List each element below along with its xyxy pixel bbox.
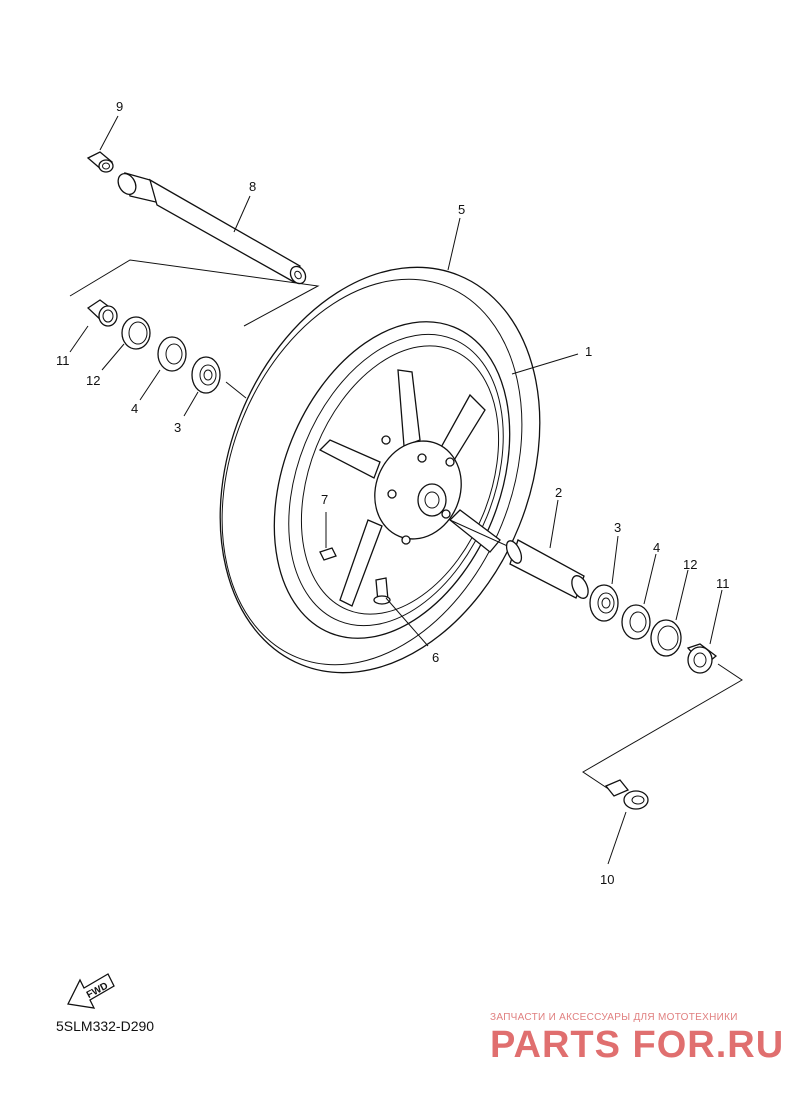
part-9-collar (86, 151, 114, 173)
part-4-bearing-right (621, 604, 651, 640)
callout-1: 1 (585, 344, 592, 359)
diagram-code: 5SLM332-D290 (56, 1018, 155, 1034)
callout-3-left: 3 (174, 420, 181, 435)
part-6-valve (373, 577, 391, 605)
part-7-balance-weight (319, 547, 337, 561)
part-3-bearing-left (191, 356, 221, 394)
callout-11-right: 11 (716, 576, 730, 591)
callout-12-right: 12 (683, 557, 697, 572)
callout-6: 6 (432, 650, 439, 665)
part-8-axle (117, 172, 307, 285)
fwd-arrow-icon: FWD (67, 973, 115, 1009)
part-11-collar-right (686, 643, 718, 674)
part-2-spacer (505, 539, 589, 599)
watermark-logo: PARTS FOR.RU (490, 1024, 785, 1066)
part-12-oil-seal-right (650, 619, 682, 657)
part-11-collar-left (86, 299, 118, 327)
callout-4-left: 4 (131, 401, 138, 416)
part-1-wheel (273, 321, 511, 639)
callout-8: 8 (249, 179, 256, 194)
callout-9: 9 (116, 99, 123, 114)
watermark-tagline: ЗАПЧАСТИ И АКСЕССУАРЫ ДЛЯ МОТОТЕХНИКИ (490, 1012, 738, 1023)
callout-11-left: 11 (56, 353, 70, 368)
callout-10: 10 (600, 872, 614, 887)
callout-7: 7 (321, 492, 328, 507)
callout-4-right: 4 (653, 540, 660, 555)
callout-5: 5 (458, 202, 465, 217)
part-10-bolt (604, 779, 649, 810)
fwd-label: FWD (85, 981, 110, 1001)
part-12-oil-seal-left (121, 316, 151, 350)
callout-12-left: 12 (86, 373, 100, 388)
callout-3-right: 3 (614, 520, 621, 535)
callout-2: 2 (555, 485, 562, 500)
part-3-bearing-right (589, 584, 619, 622)
part-4-bearing-left (157, 336, 187, 372)
